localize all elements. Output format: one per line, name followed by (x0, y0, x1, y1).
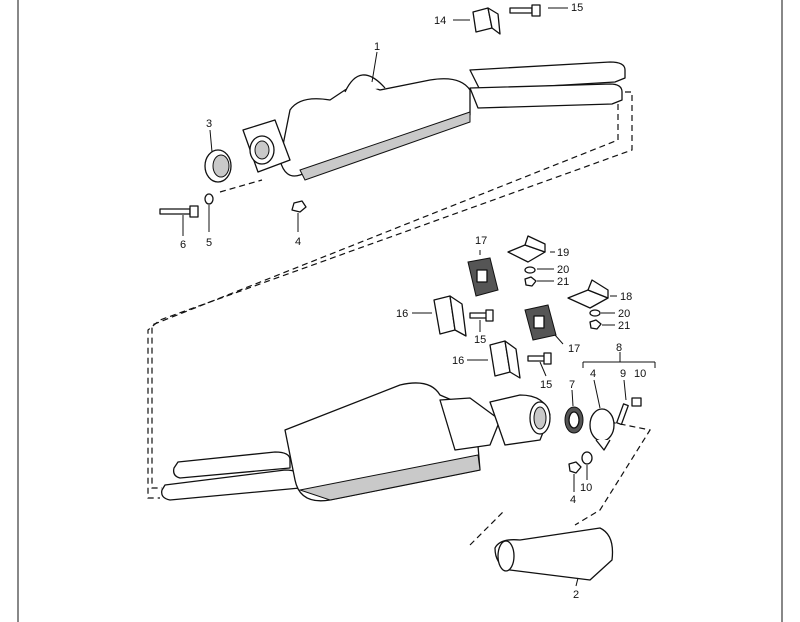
mount-bracket-upper (507, 235, 546, 263)
callout-4-group: 4 (590, 368, 596, 380)
washer-part-b (589, 309, 601, 317)
hanger-bracket-upper (433, 295, 467, 337)
callout-20-a: 20 (557, 264, 569, 276)
clamp-bolt-part (616, 397, 642, 426)
leader-4-group (593, 379, 601, 409)
callout-4-top: 4 (295, 236, 301, 248)
callout-17-a: 17 (475, 235, 487, 247)
callout-5: 5 (206, 237, 212, 249)
bolt-part (159, 205, 199, 218)
guide-clamp-to-pipe (219, 179, 263, 193)
nut-part-a (524, 276, 537, 287)
callout-19: 19 (557, 247, 569, 259)
callout-15-mid: 15 (474, 334, 486, 346)
rubber-ring-part (564, 406, 584, 434)
leader-17-b (554, 334, 564, 345)
callout-18: 18 (620, 291, 632, 303)
callout-15-low: 15 (540, 379, 552, 391)
rubber-mount-upper (467, 257, 499, 297)
connection-guide-main (147, 91, 633, 499)
bolt-part-mid (469, 309, 494, 322)
callout-21-a: 21 (557, 276, 569, 288)
leader-8-bracket (582, 361, 656, 368)
front-muffler-assembly (242, 61, 626, 181)
callout-2: 2 (573, 589, 579, 601)
callout-10-bottom: 10 (580, 482, 592, 494)
callout-14: 14 (434, 15, 446, 27)
leader-7 (571, 389, 574, 407)
washer-part (204, 193, 214, 205)
rubber-mount-lower (524, 304, 557, 341)
leader-9 (623, 379, 627, 401)
callout-3: 3 (206, 118, 212, 130)
callout-10-group: 10 (634, 368, 646, 380)
hanger-bracket-lower (489, 340, 521, 379)
callout-21-b: 21 (618, 320, 630, 332)
callout-8: 8 (616, 342, 622, 354)
leader-15-low (539, 361, 547, 377)
callout-7: 7 (569, 379, 575, 391)
guide-clamp-group (574, 419, 651, 526)
callout-9: 9 (620, 368, 626, 380)
callout-4-bottom: 4 (570, 494, 576, 506)
callout-16-b: 16 (452, 355, 464, 367)
leader-3 (209, 129, 213, 153)
callout-17-b: 17 (568, 343, 580, 355)
bolt-part-top (509, 4, 541, 17)
callout-1: 1 (374, 41, 380, 53)
callout-6: 6 (180, 239, 186, 251)
clamp-part (589, 408, 615, 451)
washer-part-a (524, 266, 536, 274)
mount-bracket-lower (567, 279, 609, 309)
nut-part-top (291, 200, 307, 213)
leader-2 (575, 577, 579, 587)
nut-part-bottom (568, 461, 582, 474)
bolt-part-low (527, 352, 552, 365)
callout-15-top: 15 (571, 2, 583, 14)
rear-muffler-assembly (161, 382, 551, 502)
callout-16-a: 16 (396, 308, 408, 320)
guide-tailpipe (469, 509, 506, 546)
washer-part-bottom (581, 451, 593, 465)
ring-gasket-part (204, 149, 232, 183)
tailpipe-part (494, 527, 614, 581)
nut-part-b (589, 319, 602, 330)
callout-20-b: 20 (618, 308, 630, 320)
bracket-part-top (472, 7, 501, 35)
leader-1 (371, 51, 378, 83)
